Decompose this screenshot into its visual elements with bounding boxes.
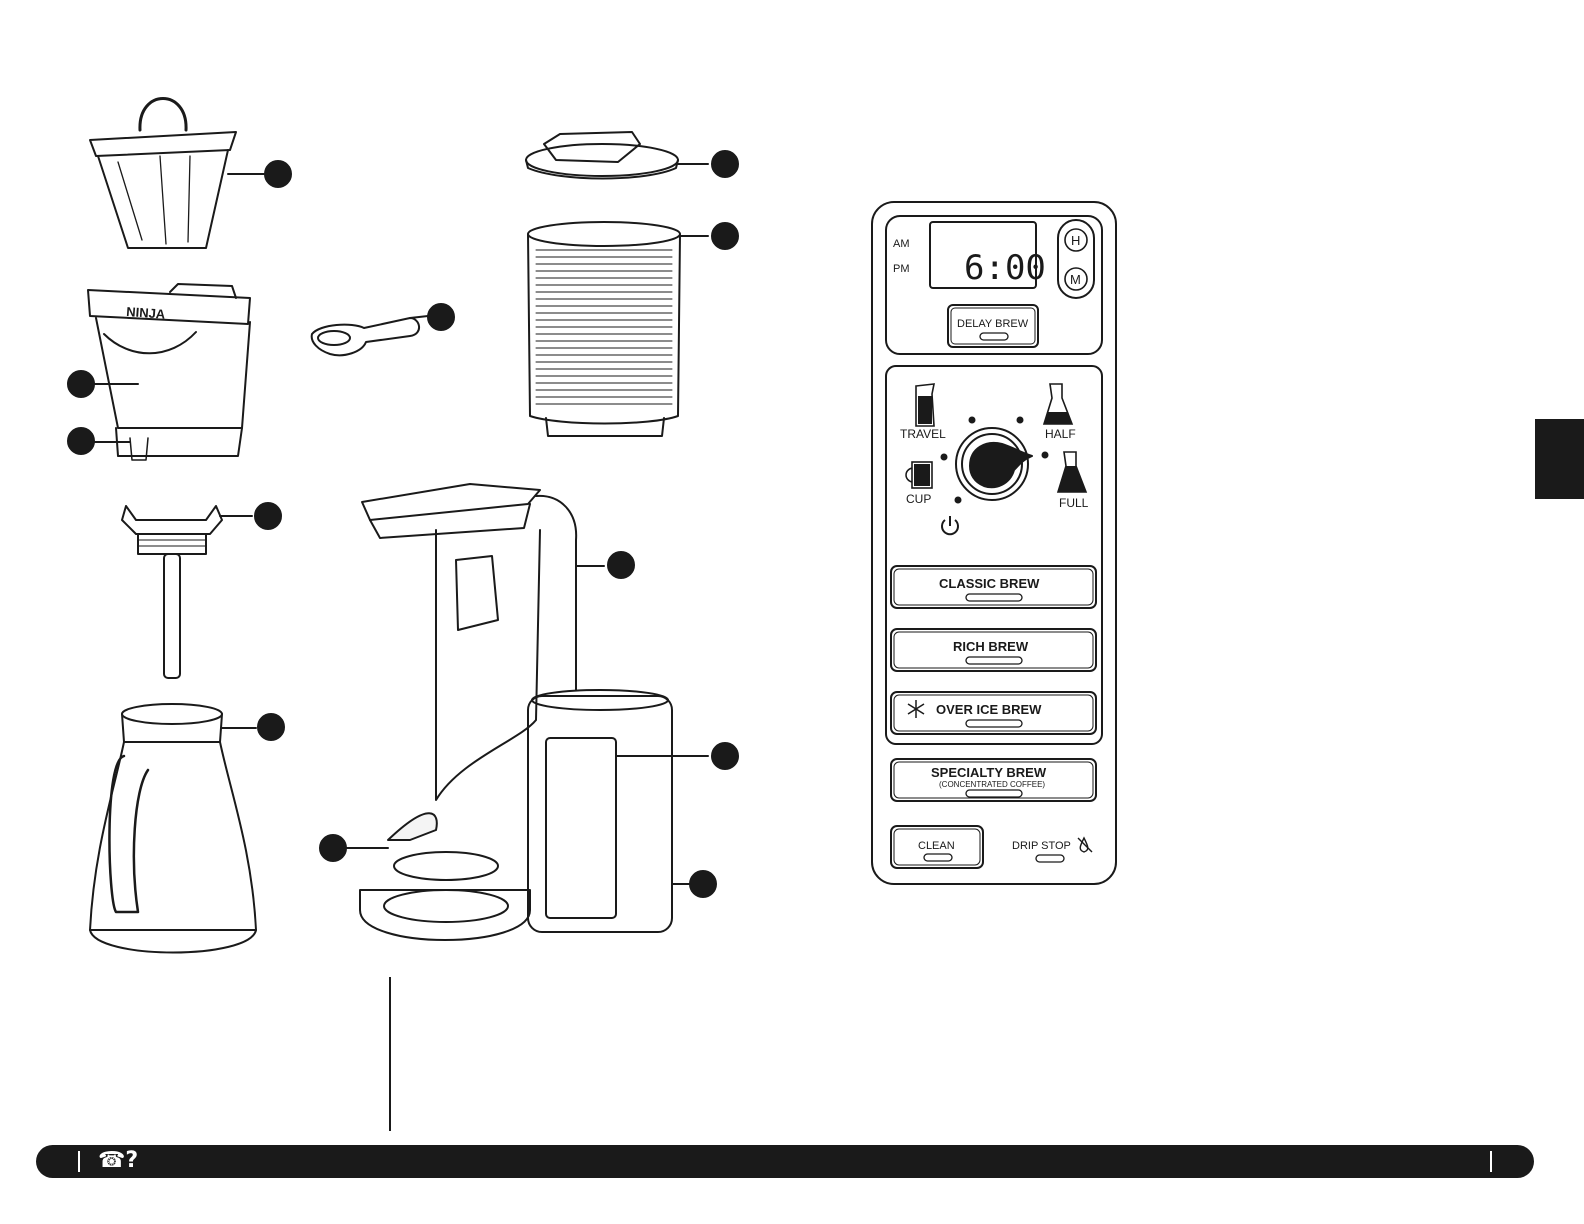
callout-marker [690,871,716,897]
drip-stop-label: DRIP STOP [1012,840,1071,852]
measuring-scoop [312,316,428,355]
classic-brew-label: CLASSIC BREW [939,576,1040,591]
half-label: HALF [1045,427,1076,441]
pm-label: PM [893,263,910,275]
cup-icon [906,462,932,488]
callout-marker [712,223,738,249]
cup-label: CUP [906,492,931,506]
callout-marker [712,743,738,769]
hour-button-label: H [1071,233,1080,248]
half-carafe-icon [1044,384,1072,424]
classic-brew-button[interactable]: CLASSIC BREW [891,566,1096,608]
callout-marker [608,552,634,578]
hour-button[interactable]: H [1065,229,1087,251]
callout-marker [258,714,284,740]
footer-divider [1490,1151,1492,1172]
travel-icon [916,384,934,426]
rich-brew-label: RICH BREW [953,639,1029,654]
phone-help-icon: ☎? [98,1147,138,1175]
full-carafe-icon [1058,452,1086,492]
specialty-brew-note: (CONCENTRATED COFFEE) [939,780,1045,789]
callout-marker [712,151,738,177]
specialty-brew-label: SPECIALTY BREW [931,765,1047,780]
callout-marker [428,304,454,330]
drip-stop-indicator: DRIP STOP [1012,838,1092,862]
coffee-maker-unit [346,484,708,940]
full-label: FULL [1059,496,1089,510]
callout-marker [255,503,281,529]
brew-basket-brand: NINJA [126,304,167,322]
clean-button[interactable]: CLEAN [891,826,983,868]
over-ice-brew-button[interactable]: OVER ICE BREW [891,692,1096,734]
clock-display: 6:00 [964,248,1046,288]
clean-label: CLEAN [918,840,955,852]
section-tab [1535,419,1584,499]
brew-basket: NINJA [88,284,250,460]
drip-stop-icon [1078,838,1092,852]
specialty-brew-button[interactable]: SPECIALTY BREW (CONCENTRATED COFFEE) [891,759,1096,801]
delay-brew-label: DELAY BREW [957,318,1029,330]
permanent-filter [90,99,264,249]
rich-brew-button[interactable]: RICH BREW [891,629,1096,671]
callout-marker [265,161,291,187]
frother [122,506,252,678]
water-reservoir [528,222,708,436]
footer-divider [78,1151,80,1172]
callout-marker [68,371,94,397]
callout-marker [320,835,346,861]
am-label: AM [893,238,910,250]
travel-label: TRAVEL [900,427,946,441]
carafe-lid [526,132,708,179]
carafe [90,704,256,953]
footer-bar: ☎? [36,1145,1534,1178]
over-ice-brew-label: OVER ICE BREW [936,702,1042,717]
power-icon [942,516,958,534]
delay-brew-button[interactable]: DELAY BREW [948,305,1038,347]
minute-button[interactable]: M [1065,268,1087,290]
callout-marker [68,428,94,454]
minute-button-label: M [1070,272,1081,287]
callout-leader-line [389,977,391,1131]
